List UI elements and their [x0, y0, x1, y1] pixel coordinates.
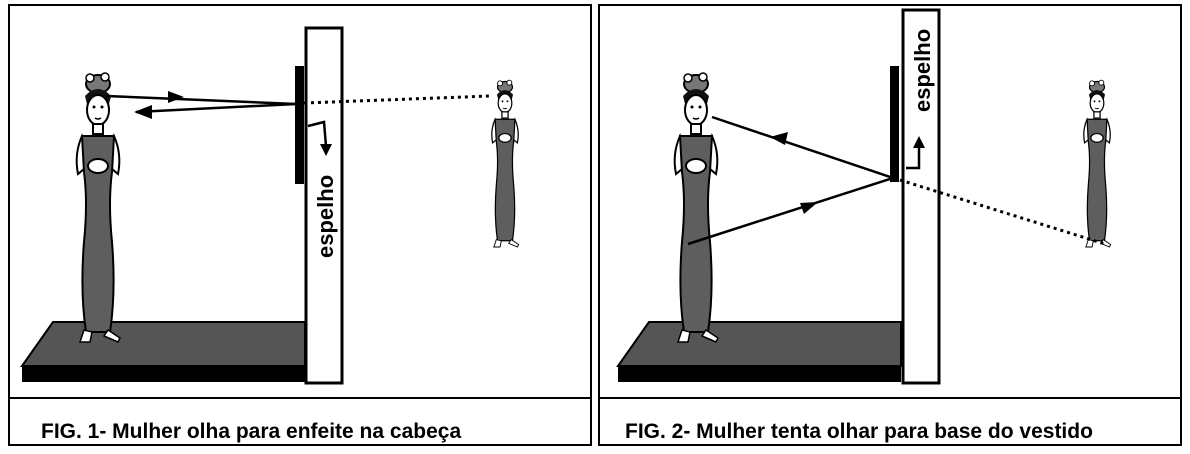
panel-2-reflected-arrow — [770, 132, 788, 145]
panel-2-reflected-ray — [711, 115, 894, 180]
panel-2-mirror-glass — [890, 66, 899, 182]
panel-2-floor-edge — [618, 366, 901, 382]
panel-1-reflected-ray — [135, 102, 297, 114]
panel-2-floor — [616, 321, 902, 367]
panel-1-mirror-glass — [295, 66, 304, 184]
panel-fig-1: espelho FIG. 1- Mulher olha para enfeite… — [8, 4, 592, 446]
panel-2-incident-ray — [687, 176, 894, 246]
panel-2-virtual-ray — [899, 178, 1106, 246]
panel-2-incident-arrow — [800, 202, 818, 214]
panel-2-caption: FIG. 2- Mulher tenta olhar para base do … — [625, 420, 1093, 443]
panel-1-mirror-label: espelho — [313, 175, 338, 258]
panel-1-incident-ray — [105, 94, 297, 106]
panel-2-label-pointer — [906, 146, 921, 170]
panel-fig-2: espelho FIG. 2- Mulher tenta olhar para … — [598, 4, 1182, 446]
panel-2-label-pointer-head — [913, 136, 925, 148]
panel-1-floor — [20, 321, 306, 367]
panel-1-floor-edge — [22, 366, 305, 382]
panel-1-caption: FIG. 1- Mulher olha para enfeite na cabe… — [41, 420, 461, 443]
panel-1-mirror — [304, 26, 344, 385]
panel-1-label-pointer — [307, 120, 328, 147]
panel-1-virtual-ray — [303, 94, 491, 105]
panel-2-mirror — [901, 8, 941, 385]
panel-1-incident-arrow — [168, 91, 184, 103]
panel-1-reflected-arrow — [134, 105, 152, 119]
panel-2-mirror-label: espelho — [910, 29, 935, 112]
panel-1-label-pointer-head — [320, 144, 332, 156]
